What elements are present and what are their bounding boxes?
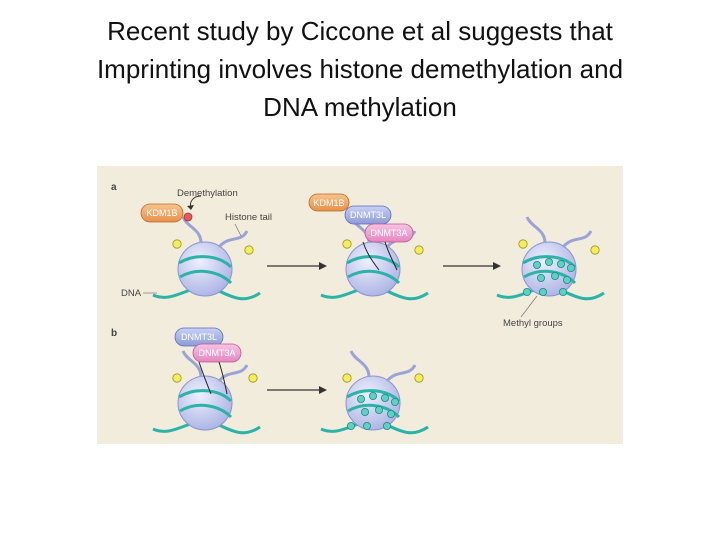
dnmt3a-protein-b1: DNMT3A bbox=[192, 343, 242, 363]
title-line-3: DNA methylation bbox=[263, 92, 457, 122]
kdm1b-protein-a1: KDM1B bbox=[140, 203, 184, 223]
kdm1b-label-a2: KDM1B bbox=[313, 198, 344, 208]
panel-a-arrow-2 bbox=[443, 262, 501, 270]
title-line-1: Recent study by Ciccone et al suggests t… bbox=[107, 16, 613, 46]
methyl-groups-label: Methyl groups bbox=[503, 318, 563, 329]
diagram-canvas: a b KDM1B Demethylation Histone tail DNA bbox=[97, 166, 623, 444]
histone-tail-label: Histone tail bbox=[225, 212, 272, 223]
kdm1b-label-a1: KDM1B bbox=[146, 208, 177, 218]
dnmt3l-protein-b1: DNMT3L bbox=[174, 327, 224, 347]
slide-title: Recent study by Ciccone et al suggests t… bbox=[0, 12, 720, 126]
methylation-arrow-a2-2 bbox=[384, 241, 398, 271]
methylation-arrow-a2-1 bbox=[362, 241, 380, 271]
dnmt3a-label-a2: DNMT3A bbox=[370, 228, 407, 238]
dnmt3l-label-a2: DNMT3L bbox=[350, 210, 386, 220]
histone-tail-pointer bbox=[234, 223, 242, 237]
dnmt3l-protein-a2: DNMT3L bbox=[344, 205, 392, 225]
imprinting-diagram: a b KDM1B Demethylation Histone tail DNA bbox=[97, 166, 623, 444]
dnmt3l-label-b1: DNMT3L bbox=[181, 332, 217, 342]
dnmt3a-label-b1: DNMT3A bbox=[198, 348, 235, 358]
panel-a-arrow-1 bbox=[267, 262, 327, 270]
kdm1b-protein-a2: KDM1B bbox=[308, 193, 350, 212]
methyl-groups-pointer bbox=[520, 295, 538, 318]
dna-label: DNA bbox=[121, 288, 142, 299]
methylation-arrow-b1-2 bbox=[218, 361, 228, 395]
title-line-2: Imprinting involves histone demethylatio… bbox=[96, 54, 624, 84]
demethylation-arrowhead bbox=[187, 205, 194, 210]
panel-a-label: a bbox=[111, 182, 117, 193]
methylation-arrow-b1-1 bbox=[198, 361, 212, 395]
panel-b-label: b bbox=[111, 328, 117, 339]
demethylation-label: Demethylation bbox=[177, 188, 238, 199]
removed-methyl-mark bbox=[183, 212, 193, 222]
dnmt3a-protein-a2: DNMT3A bbox=[364, 223, 414, 243]
panel-b-arrow-1 bbox=[267, 386, 327, 394]
